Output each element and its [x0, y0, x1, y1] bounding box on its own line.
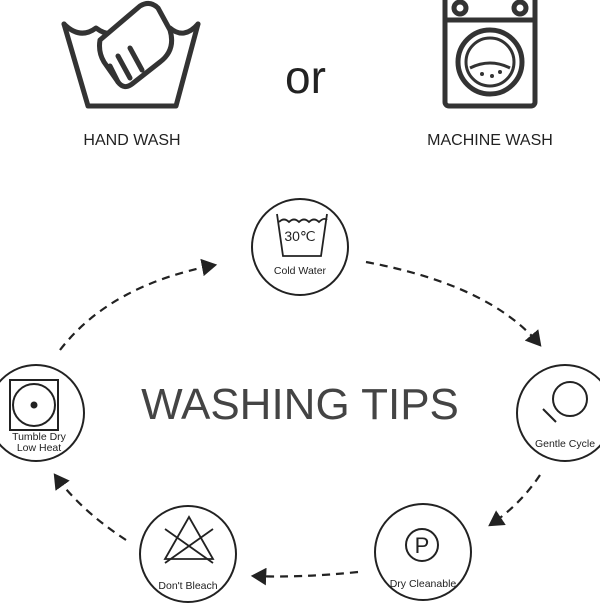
arrow-bleach-to-tumble	[53, 473, 127, 541]
tumble-dry-low-icon	[9, 379, 59, 431]
tip-label: Cold Water	[273, 265, 327, 277]
tip-label-line1: Tumble Dry	[12, 431, 66, 443]
tip-dont-bleach: Don't Bleach	[139, 505, 237, 603]
no-bleach-icon	[163, 515, 215, 564]
hand-wash-label: HAND WASH	[83, 132, 181, 149]
wash-tub-30c-icon	[276, 213, 328, 257]
tip-tumble-dry-low-heat: Tumble Dry Low Heat	[0, 364, 85, 462]
gentle-cycle-icon	[542, 381, 588, 423]
temperature-text: 30℃	[284, 228, 316, 244]
machine-wash-label: MACHINE WASH	[427, 132, 553, 149]
tip-cold-water: 30℃ Cold Water	[251, 198, 349, 296]
tip-dry-cleanable: P Dry Cleanable	[374, 503, 472, 601]
or-text: or	[285, 51, 326, 103]
tip-label-line2: Low Heat	[16, 442, 62, 454]
tip-label: Don't Bleach	[158, 580, 218, 592]
arrow-gentle-to-dryclean	[488, 474, 541, 527]
tip-label: Dry Cleanable	[389, 578, 457, 590]
arrow-tumble-to-cold	[59, 258, 218, 351]
arrow-cold-to-gentle	[365, 260, 542, 347]
dry-clean-letter: P	[414, 533, 430, 558]
tip-gentle-cycle: Gentle Cycle	[516, 364, 600, 462]
page-title: WASHING TIPS	[141, 380, 459, 429]
dry-clean-p-icon	[405, 528, 439, 562]
tip-label: Gentle Cycle	[534, 438, 596, 450]
